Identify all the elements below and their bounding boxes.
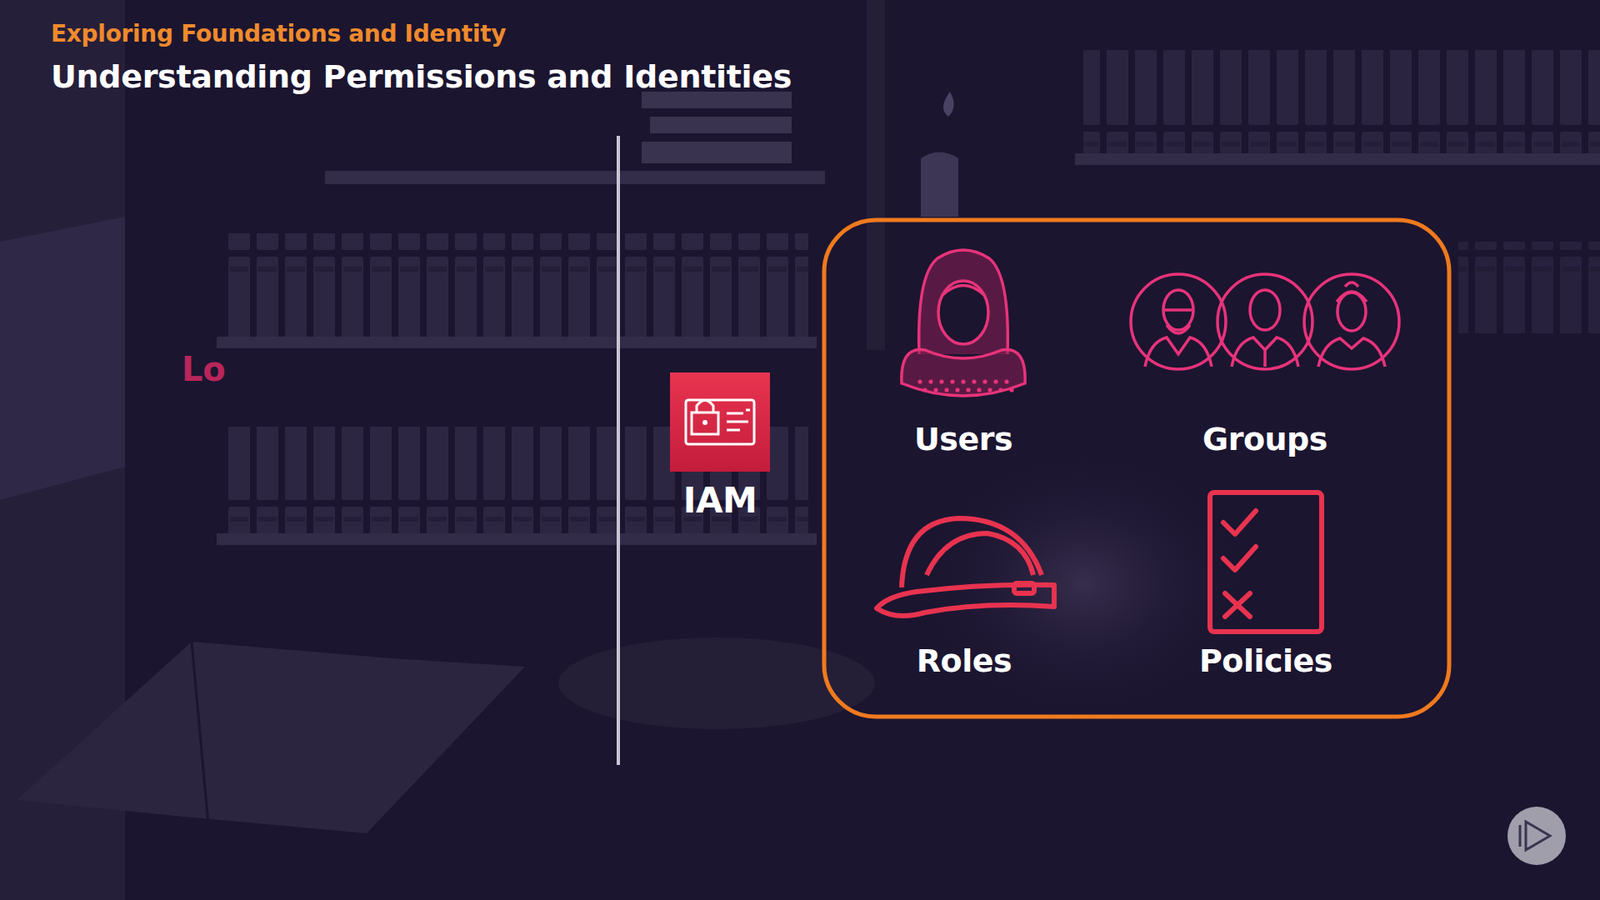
safe-shadow (908, 441, 1259, 725)
window-light (0, 216, 125, 500)
faded-label: Lo (181, 350, 225, 389)
dot (993, 379, 998, 384)
policy-icon (1210, 492, 1322, 632)
play-button (1507, 806, 1566, 865)
user-icon (901, 250, 1025, 396)
dot (971, 379, 976, 384)
flame (943, 91, 955, 117)
dot (933, 387, 938, 392)
open-book (16, 641, 525, 834)
shelf (216, 336, 817, 349)
dot (982, 379, 987, 384)
iam-lock (691, 412, 719, 435)
dot (960, 379, 965, 384)
helmet-icon (876, 518, 1055, 616)
dot (1009, 387, 1014, 392)
shelf (216, 533, 817, 545)
dot (965, 387, 970, 392)
iam-lock (696, 400, 714, 414)
group-frame (824, 220, 1450, 717)
iam-card (685, 400, 755, 445)
iam-icon (670, 372, 770, 472)
book-stack (650, 116, 792, 134)
book-row (225, 233, 809, 339)
candle (920, 152, 959, 218)
book-row (1458, 241, 1600, 334)
node-label: Users (914, 420, 1013, 458)
dot (944, 387, 949, 392)
iam-card-lines (726, 410, 750, 430)
book-row (1083, 50, 1600, 155)
dot (950, 379, 955, 384)
dot (987, 387, 992, 392)
role-node: Roles (911, 640, 1017, 681)
node-label: IAM (683, 480, 757, 521)
node-label: Groups (1202, 420, 1328, 458)
group-node: Groups (1197, 419, 1333, 460)
play-symbol (1520, 821, 1550, 850)
book-stack (641, 141, 792, 164)
group-icon (1130, 274, 1400, 370)
node-label: Policies (1199, 642, 1333, 680)
book-spine (191, 641, 209, 825)
policy-node: Policies (1194, 640, 1338, 681)
node-label: Roles (916, 642, 1012, 680)
section-heading: Exploring Foundations and Identity (50, 20, 506, 48)
shelf (1075, 153, 1600, 165)
user-node: Users (909, 419, 1018, 460)
dot (955, 387, 960, 392)
slide-title: Understanding Permissions and Identities (50, 58, 792, 95)
divider-line (616, 135, 620, 765)
shelf (325, 170, 825, 185)
dot (928, 379, 933, 384)
user-dots (917, 379, 1014, 392)
dot (976, 387, 981, 392)
dot (998, 387, 1003, 392)
dot (1004, 379, 1009, 384)
iam-lock-hole (702, 420, 708, 425)
dot (922, 387, 927, 392)
service-label: IAM (678, 478, 762, 523)
shelf-post (866, 0, 885, 350)
dot (917, 379, 922, 384)
dot (939, 379, 944, 384)
